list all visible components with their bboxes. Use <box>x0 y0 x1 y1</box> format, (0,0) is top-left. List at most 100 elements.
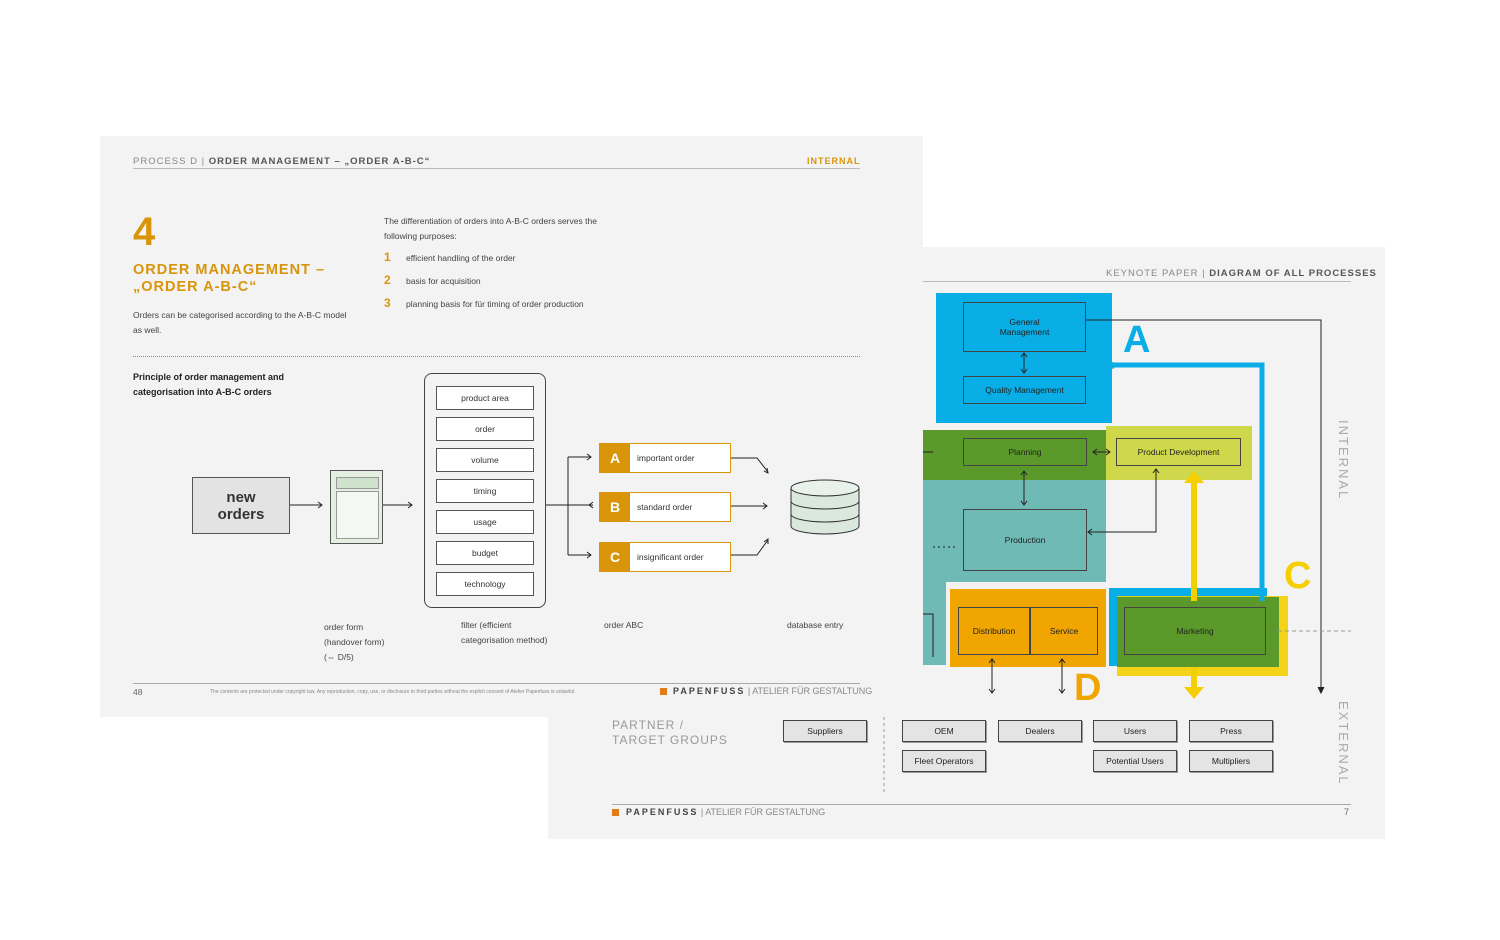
distribution-box[interactable]: Distribution <box>958 607 1030 655</box>
intro-line-2: as well. <box>133 325 162 335</box>
brand-name: PAPENFUSS <box>673 686 746 696</box>
filter-timing[interactable]: timing <box>436 479 534 503</box>
partner-dealers[interactable]: Dealers <box>998 720 1082 742</box>
header-prefix: KEYNOTE PAPER | <box>1106 268 1206 279</box>
caption-order-abc: order ABC <box>604 620 644 630</box>
order-form-icon <box>330 470 383 544</box>
front-brand: PAPENFUSS | ATELIER FÜR GESTALTUNG <box>673 686 872 696</box>
caption-form-3: (⇔ D/5) <box>324 652 354 662</box>
caption-filter-1: filter (efficient <box>461 620 512 630</box>
new-orders-line-2: orders <box>217 506 265 523</box>
header-title: DIAGRAM OF ALL PROCESSES <box>1209 268 1377 279</box>
brand-square <box>612 809 619 816</box>
purpose-line-2: following purposes: <box>384 231 457 241</box>
purpose-intro: The differentiation of orders into A-B-C… <box>384 214 597 244</box>
partner-suppliers[interactable]: Suppliers <box>783 720 867 742</box>
section-title: ORDER MANAGEMENT – „ORDER A-B-C“ <box>133 262 325 296</box>
filter-order[interactable]: order <box>436 417 534 441</box>
purpose-line-1: The differentiation of orders into A-B-C… <box>384 216 597 226</box>
planning-box[interactable]: Planning <box>963 438 1087 466</box>
partner-users[interactable]: Users <box>1093 720 1177 742</box>
service-label: Service <box>1049 626 1079 636</box>
back-brand: PAPENFUSS | ATELIER FÜR GESTALTUNG <box>626 807 825 817</box>
purpose-item: 2 basis for acquisition <box>384 271 584 294</box>
filter-budget[interactable]: budget <box>436 541 534 565</box>
brand-sub: | ATELIER FÜR GESTALTUNG <box>747 686 873 696</box>
header-rule <box>133 168 860 169</box>
distribution-label: Distribution <box>972 626 1016 636</box>
filter-usage[interactable]: usage <box>436 510 534 534</box>
back-page: KEYNOTE PAPER | DIAGRAM OF ALL PROCESSES… <box>548 247 1385 839</box>
filter-container <box>424 373 546 608</box>
production-box[interactable]: Production <box>963 509 1087 571</box>
brand-square <box>660 688 667 695</box>
caption-database: database entry <box>787 620 844 630</box>
order-a-label: important order <box>637 453 695 463</box>
general-management-label-2: Management <box>999 327 1050 337</box>
filter-technology[interactable]: technology <box>436 572 534 596</box>
purpose-num: 2 <box>384 273 391 287</box>
partner-fleet-operators[interactable]: Fleet Operators <box>902 750 986 772</box>
purpose-text: basis for acquisition <box>406 276 481 286</box>
caption-filter-2: categorisation method) <box>461 635 548 645</box>
database-icon <box>790 479 860 535</box>
front-page: PROCESS D | ORDER MANAGEMENT – „ORDER A-… <box>100 136 923 717</box>
external-label: EXTERNAL <box>1336 701 1351 786</box>
header-prefix: PROCESS D | <box>133 156 206 167</box>
footer-rule <box>612 804 1351 805</box>
filter-product-area[interactable]: product area <box>436 386 534 410</box>
partner-potential-users[interactable]: Potential Users <box>1093 750 1177 772</box>
new-orders-line-1: new <box>226 489 256 506</box>
order-b-label: standard order <box>637 502 693 512</box>
order-c-label: insignificant order <box>637 552 704 562</box>
connector-lines <box>883 319 1351 792</box>
partner-multipliers[interactable]: Multipliers <box>1189 750 1273 772</box>
purpose-text: efficient handling of the order <box>406 253 516 263</box>
area-product-dev <box>1106 426 1252 480</box>
principle-line-2: categorisation into A-B-C orders <box>133 387 272 397</box>
order-b-letter: B <box>600 493 630 521</box>
caption-filter: filter (efficient categorisation method) <box>461 618 547 648</box>
caption-order-form: order form (handover form) (⇔ D/5) <box>324 620 384 665</box>
letter-d: D <box>1074 667 1102 709</box>
intro-line-1: Orders can be categorised according to t… <box>133 310 347 320</box>
front-header: PROCESS D | ORDER MANAGEMENT – „ORDER A-… <box>133 156 430 167</box>
order-a[interactable]: A important order <box>599 443 731 473</box>
general-management-label: General <box>1009 317 1040 327</box>
title-line-1: ORDER MANAGEMENT – <box>133 262 326 278</box>
order-b[interactable]: B standard order <box>599 492 731 522</box>
partner-heading-2: TARGET GROUPS <box>612 733 728 747</box>
partner-heading: PARTNER / TARGET GROUPS <box>612 718 728 748</box>
caption-form-2: (handover form) <box>324 637 385 647</box>
footer-rule <box>133 683 860 684</box>
partner-oem[interactable]: OEM <box>902 720 986 742</box>
marketing-box[interactable]: Marketing <box>1124 607 1266 655</box>
product-development-label: Product Development <box>1137 447 1220 457</box>
partner-press[interactable]: Press <box>1189 720 1273 742</box>
brand-sub: | ATELIER FÜR GESTALTUNG <box>700 807 826 817</box>
back-page-number: 7 <box>1344 807 1350 817</box>
letter-a: A <box>1123 319 1151 361</box>
planning-label: Planning <box>1008 447 1042 457</box>
product-development-box[interactable]: Product Development <box>1116 438 1241 466</box>
quality-management-box[interactable]: Quality Management <box>963 376 1086 404</box>
letter-c: C <box>1284 555 1312 597</box>
marketing-label: Marketing <box>1176 626 1214 636</box>
intro-text: Orders can be categorised according to t… <box>133 308 347 338</box>
marketing-area <box>1117 597 1279 667</box>
quality-management-label: Quality Management <box>985 385 1064 395</box>
copyright-notice: The contents are protected under copyrig… <box>210 689 576 695</box>
section-divider <box>133 356 860 357</box>
principle-line-1: Principle of order management and <box>133 372 285 382</box>
service-box[interactable]: Service <box>1030 607 1098 655</box>
filter-volume[interactable]: volume <box>436 448 534 472</box>
order-c[interactable]: C insignificant order <box>599 542 731 572</box>
principle-heading: Principle of order management and catego… <box>133 370 284 400</box>
brand-name: PAPENFUSS <box>626 807 699 817</box>
purpose-num: 3 <box>384 296 391 310</box>
general-management-box[interactable]: General Management <box>963 302 1086 352</box>
new-orders-box[interactable]: new orders <box>192 477 290 534</box>
